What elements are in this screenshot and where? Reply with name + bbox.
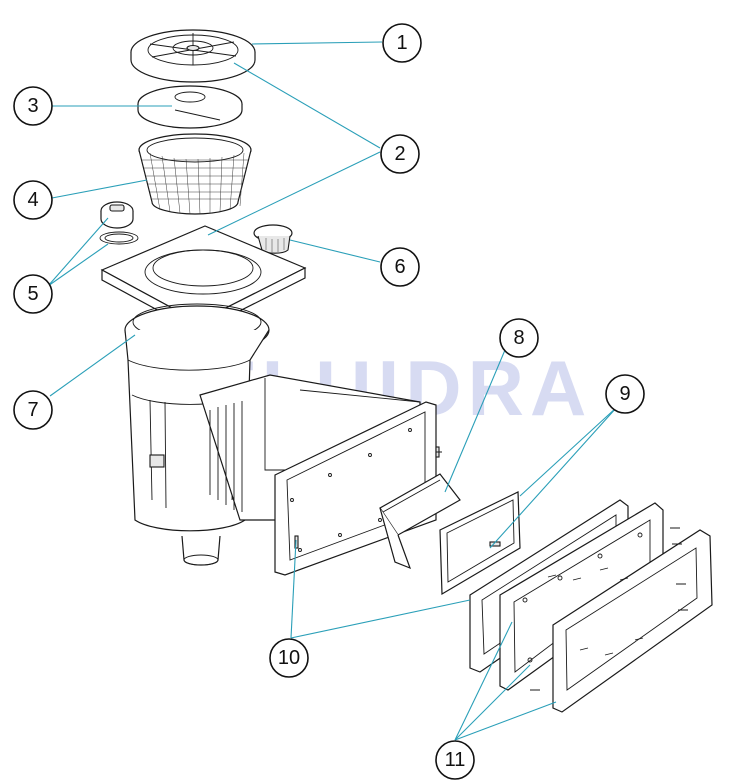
- callout-label: 9: [619, 383, 630, 405]
- callout-label: 1: [396, 32, 407, 54]
- callout-label: 11: [445, 749, 466, 771]
- callout-11: 11: [435, 740, 475, 780]
- callout-1: 1: [382, 23, 422, 63]
- part-screws: [436, 451, 688, 691]
- callout-2: 2: [380, 134, 420, 174]
- part-lid: [130, 29, 256, 83]
- part-float-plate: [137, 85, 243, 129]
- callout-6: 6: [380, 247, 420, 287]
- part-collar: [100, 225, 307, 333]
- part-weir-frame: [439, 491, 521, 596]
- callout-9: 9: [605, 374, 645, 414]
- part-weir: [379, 473, 461, 570]
- callout-label: 10: [278, 647, 300, 669]
- leader-lines: [47, 41, 618, 741]
- callout-10: 10: [269, 638, 309, 678]
- callout-label: 4: [27, 189, 38, 211]
- part-basket: [138, 133, 252, 215]
- callout-label: 7: [27, 399, 38, 421]
- callout-label: 6: [394, 256, 405, 278]
- callout-3: 3: [13, 86, 53, 126]
- callout-8: 8: [499, 318, 539, 358]
- callout-label: 2: [394, 143, 405, 165]
- part-front-gasket: [552, 529, 713, 713]
- callout-label: 3: [27, 95, 38, 117]
- part-skimmer-body: [124, 303, 421, 566]
- callout-label: 8: [513, 327, 524, 349]
- callout-label: 5: [27, 283, 38, 305]
- callout-7: 7: [13, 390, 53, 430]
- callout-5: 5: [13, 274, 53, 314]
- part-plug-oring: [99, 201, 139, 245]
- callout-4: 4: [13, 180, 53, 220]
